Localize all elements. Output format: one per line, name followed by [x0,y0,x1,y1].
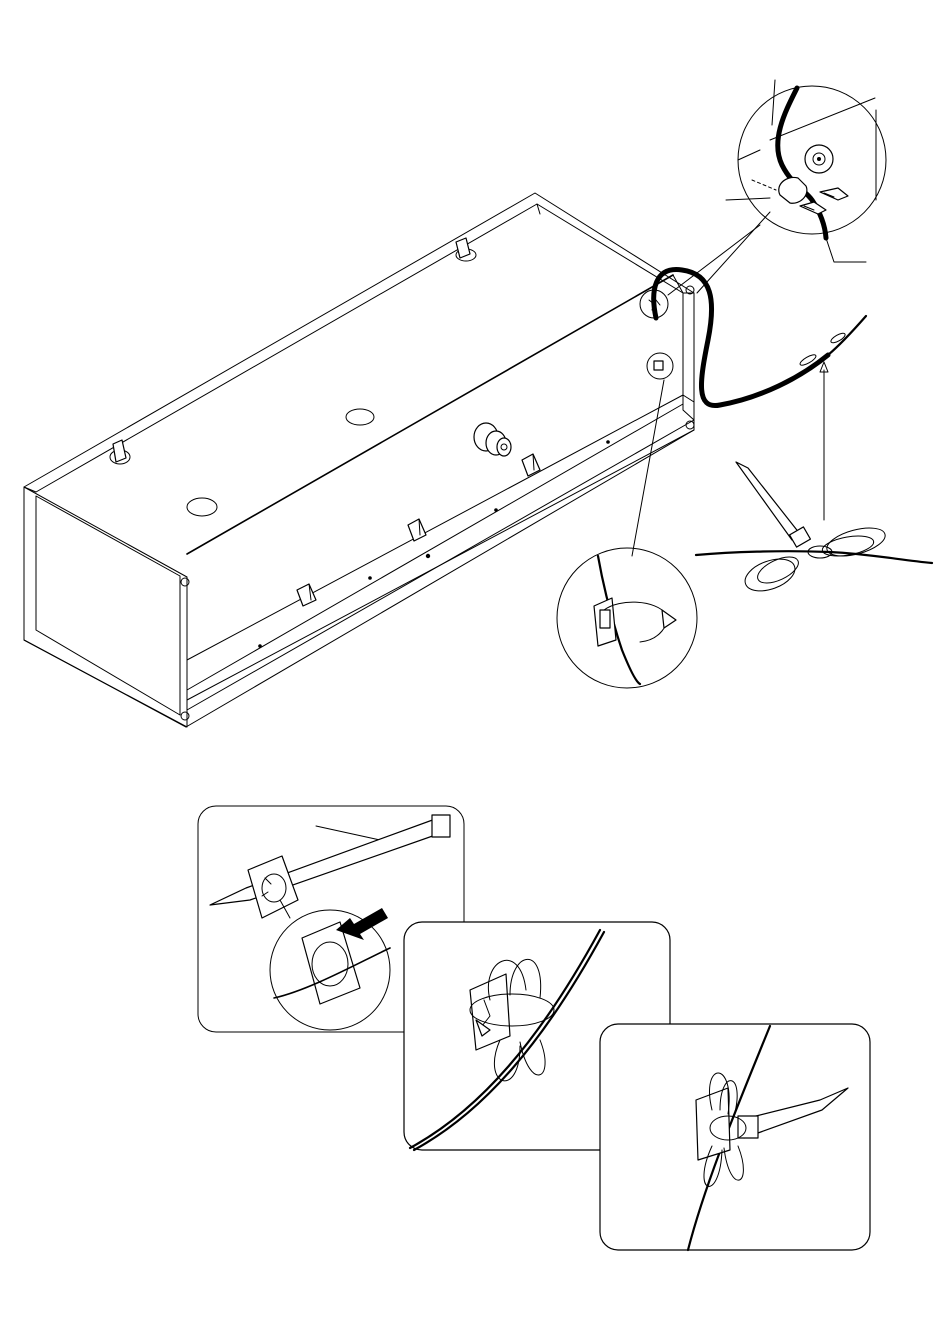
bracket-icon [408,519,426,541]
cabinet-inner-back [36,204,683,492]
power-cable [654,270,828,406]
cabinet-left-end-panel [24,487,187,727]
screw-icon [800,202,826,214]
cabinet [24,193,694,727]
bracket-icon [297,584,316,606]
cable-hole [187,498,217,516]
screw-icon [820,188,848,200]
cable-tie-mount-detail [557,548,697,688]
lock-cylinder-icon [474,423,511,456]
zip-tie-bundle-icon [696,462,932,597]
bundle-fastened-step [600,1024,870,1250]
bracket-icon [113,440,126,462]
cable-hole [346,409,374,425]
corner-screw-icon [181,578,189,586]
cable-end [828,316,866,355]
cabinet-back-rim [24,193,694,727]
bracket-icon [456,238,470,258]
corner-screw-icon [181,712,189,720]
cable-clip-icon [752,145,833,203]
cabinet-bottom-strip [187,395,694,660]
cabinet-front-edge [187,275,673,554]
